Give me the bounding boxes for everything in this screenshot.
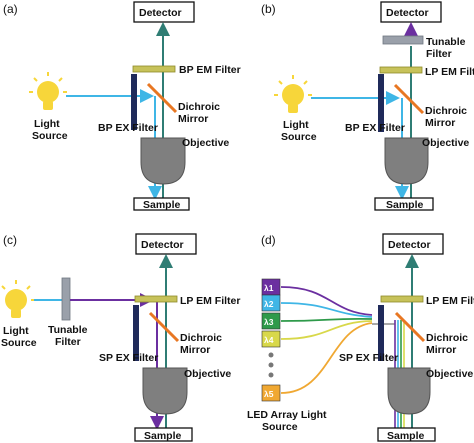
- panel-b-tunable-label-1: Tunable: [426, 36, 466, 48]
- panel-c-sample-box: [134, 427, 193, 442]
- panel-d-objective-label: Objective: [426, 368, 473, 380]
- panel-b: (b) Light Source Detector Tunable Filter…: [261, 1, 474, 211]
- panel-d-sample-box: [377, 427, 436, 442]
- panel-c-ex-filter-label: SP EX Filter: [99, 352, 158, 364]
- panel-d-led-lambda2: λ2: [261, 294, 281, 312]
- panel-c-tunable-label-2: Filter: [55, 336, 81, 348]
- panel-d-led-lambda1: λ1: [261, 278, 281, 296]
- panel-a-sample-label: Sample: [143, 199, 181, 211]
- panel-c-sample-label: Sample: [144, 430, 182, 442]
- panel-c-source-label-2: Source: [1, 337, 37, 349]
- panel-d-led-label-2: Source: [262, 421, 298, 433]
- panel-d-dichroic-label-1: Dichroic: [426, 332, 468, 344]
- panel-d-led-lambda4: λ4: [261, 330, 281, 348]
- panel-b-ex-filter-label: BP EX Filter: [345, 122, 405, 134]
- panel-b-tunable-filter: [382, 35, 424, 45]
- panel-c-ex-filter: [133, 305, 139, 361]
- panel-a-bulb-icon: [29, 72, 67, 110]
- panel-b-dichroic-label-1: Dichroic: [425, 105, 467, 117]
- panel-b-tunable-label-2: Filter: [426, 48, 452, 60]
- panel-b-detector-label: Detector: [386, 7, 429, 19]
- panel-d-led-label-1: LED Array Light: [247, 409, 327, 421]
- panel-a-detector-label: Detector: [139, 7, 182, 19]
- panel-d-led-lambda4-label: λ4: [264, 335, 274, 345]
- panel-d-detector-label: Detector: [388, 239, 431, 251]
- panel-d-ex-filter: [378, 305, 384, 361]
- panel-b-dichroic-mirror: [393, 83, 425, 115]
- panel-a-source-label-2: Source: [32, 130, 68, 142]
- panel-c-objective: [142, 367, 188, 415]
- panel-d-sample-label: Sample: [387, 430, 425, 442]
- panel-d-dichroic-label-2: Mirror: [426, 344, 456, 356]
- panel-d-ex-filter-label: SP EX Filter: [339, 352, 398, 364]
- panel-c-dichroic-label-1: Dichroic: [180, 332, 222, 344]
- panel-d-led-lambda5-label: λ5: [264, 389, 274, 399]
- panel-d-beam-lambda1: [280, 286, 373, 316]
- panel-c: (c) Light Source Tunable Filter Detector…: [1, 233, 240, 442]
- panel-d-beam-lambda2: [280, 302, 373, 318]
- panel-b-source-label-1: Light: [283, 119, 309, 131]
- panel-b-sample-box: [374, 197, 434, 211]
- panel-a-objective-label: Objective: [182, 137, 229, 149]
- panel-a: (a) Light Source Detector BP EM Filter B…: [3, 1, 241, 211]
- panel-b-tag: (b): [261, 2, 276, 16]
- panel-d-em-filter: [380, 295, 424, 303]
- panel-c-tunable-label-1: Tunable: [48, 324, 88, 336]
- panel-d-beam-lambda4: [280, 320, 373, 340]
- panel-d: (d) Detector λ1 λ2 λ3 λ4: [247, 233, 474, 442]
- panel-c-bulb-icon: [1, 280, 35, 318]
- panel-a-dichroic-mirror: [146, 82, 178, 114]
- panel-b-bulb-icon: [274, 75, 312, 113]
- panel-d-led-lambda5: λ5: [261, 384, 281, 402]
- panel-b-sample-label: Sample: [386, 199, 424, 211]
- panel-d-beam-lambda3: [280, 317, 373, 322]
- panel-d-led-lambda3: λ3: [261, 312, 281, 330]
- panel-a-em-filter-label: BP EM Filter: [179, 64, 241, 76]
- panel-c-detector-label: Detector: [141, 239, 184, 251]
- panel-d-dichroic-mirror: [394, 311, 426, 343]
- panel-a-ex-filter: [131, 74, 137, 130]
- panel-c-em-filter-label: LP EM Filter: [180, 295, 240, 307]
- panel-b-dichroic-label-2: Mirror: [425, 117, 455, 129]
- panel-a-objective: [140, 137, 186, 185]
- panel-d-em-filter-label: LP EM Filter: [426, 295, 474, 307]
- panel-b-em-filter-label: LP EM Filter: [425, 66, 474, 78]
- panel-c-dichroic-mirror: [148, 311, 180, 343]
- panel-c-em-filter: [134, 295, 178, 303]
- panel-a-em-filter: [132, 65, 176, 73]
- panel-c-dichroic-label-2: Mirror: [180, 344, 210, 356]
- panel-c-objective-label: Objective: [184, 368, 231, 380]
- panel-c-tunable-filter: [61, 277, 71, 321]
- panel-b-source-label-2: Source: [281, 131, 317, 143]
- panel-a-ex-filter-label: BP EX Filter: [98, 122, 158, 134]
- panel-b-objective-label: Objective: [422, 137, 469, 149]
- panel-b-objective: [384, 137, 429, 185]
- panel-d-led-lambda3-label: λ3: [264, 317, 274, 327]
- panel-d-led-dots: [268, 352, 274, 378]
- panel-d-led-lambda2-label: λ2: [264, 299, 274, 309]
- panel-a-dichroic-label-2: Mirror: [178, 113, 208, 125]
- panel-d-led-lambda1-label: λ1: [264, 283, 274, 293]
- panel-a-dichroic-label-1: Dichroic: [178, 101, 220, 113]
- panel-b-em-filter: [379, 66, 423, 74]
- panel-a-sample-box: [133, 197, 190, 211]
- panel-d-beam-lambda5: [280, 322, 373, 394]
- panel-c-source-label-1: Light: [3, 325, 29, 337]
- panel-c-tag: (c): [3, 233, 17, 247]
- panel-b-ex-filter: [378, 74, 384, 132]
- panel-a-tag: (a): [3, 2, 18, 16]
- panel-a-source-label-1: Light: [34, 118, 60, 130]
- panel-d-objective: [387, 367, 431, 415]
- panel-d-tag: (d): [261, 233, 276, 247]
